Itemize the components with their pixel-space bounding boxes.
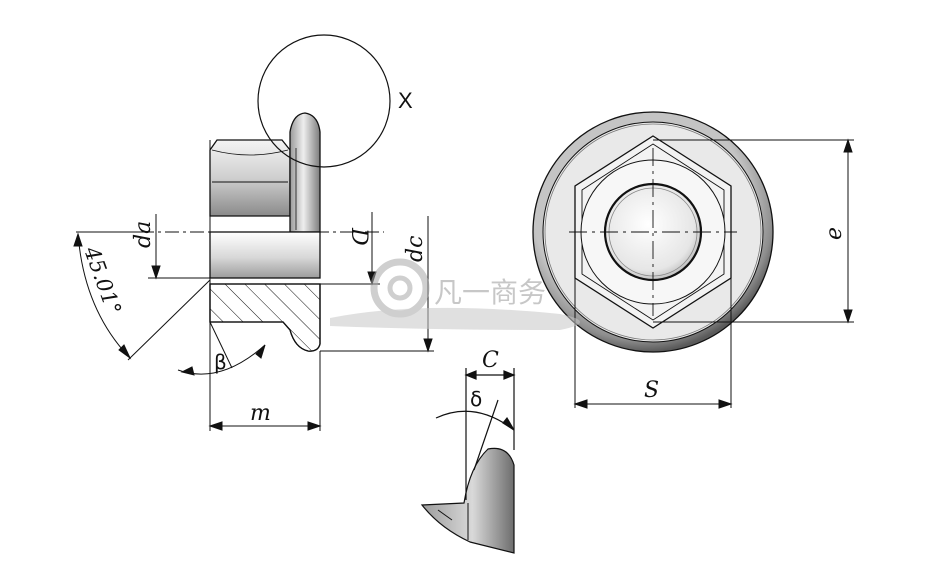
label-da: da [131, 221, 156, 248]
bore [209, 231, 321, 279]
detail-circle [257, 34, 391, 168]
top-dimensions [573, 138, 854, 409]
label-D: D [346, 227, 371, 246]
hex-body-upper [209, 139, 291, 217]
label-dc: dc [403, 236, 428, 262]
label-S: S [644, 378, 659, 403]
label-delta: δ [470, 387, 482, 411]
label-x: X [398, 88, 413, 113]
watermark: 凡一商务 [330, 258, 580, 330]
watermark-text: 凡一商务 [434, 276, 546, 309]
side-view [209, 112, 321, 431]
top-view [532, 111, 774, 353]
detail-view [420, 368, 516, 554]
top-view-centerlines [569, 148, 737, 316]
detail-flange-edge [420, 447, 515, 554]
flange-rim-top [289, 112, 321, 233]
label-m: m [250, 401, 271, 426]
label-C: C [482, 348, 499, 373]
label-e: e [822, 227, 847, 240]
watermark-logo-icon [370, 258, 430, 318]
label-beta: β [214, 350, 227, 374]
